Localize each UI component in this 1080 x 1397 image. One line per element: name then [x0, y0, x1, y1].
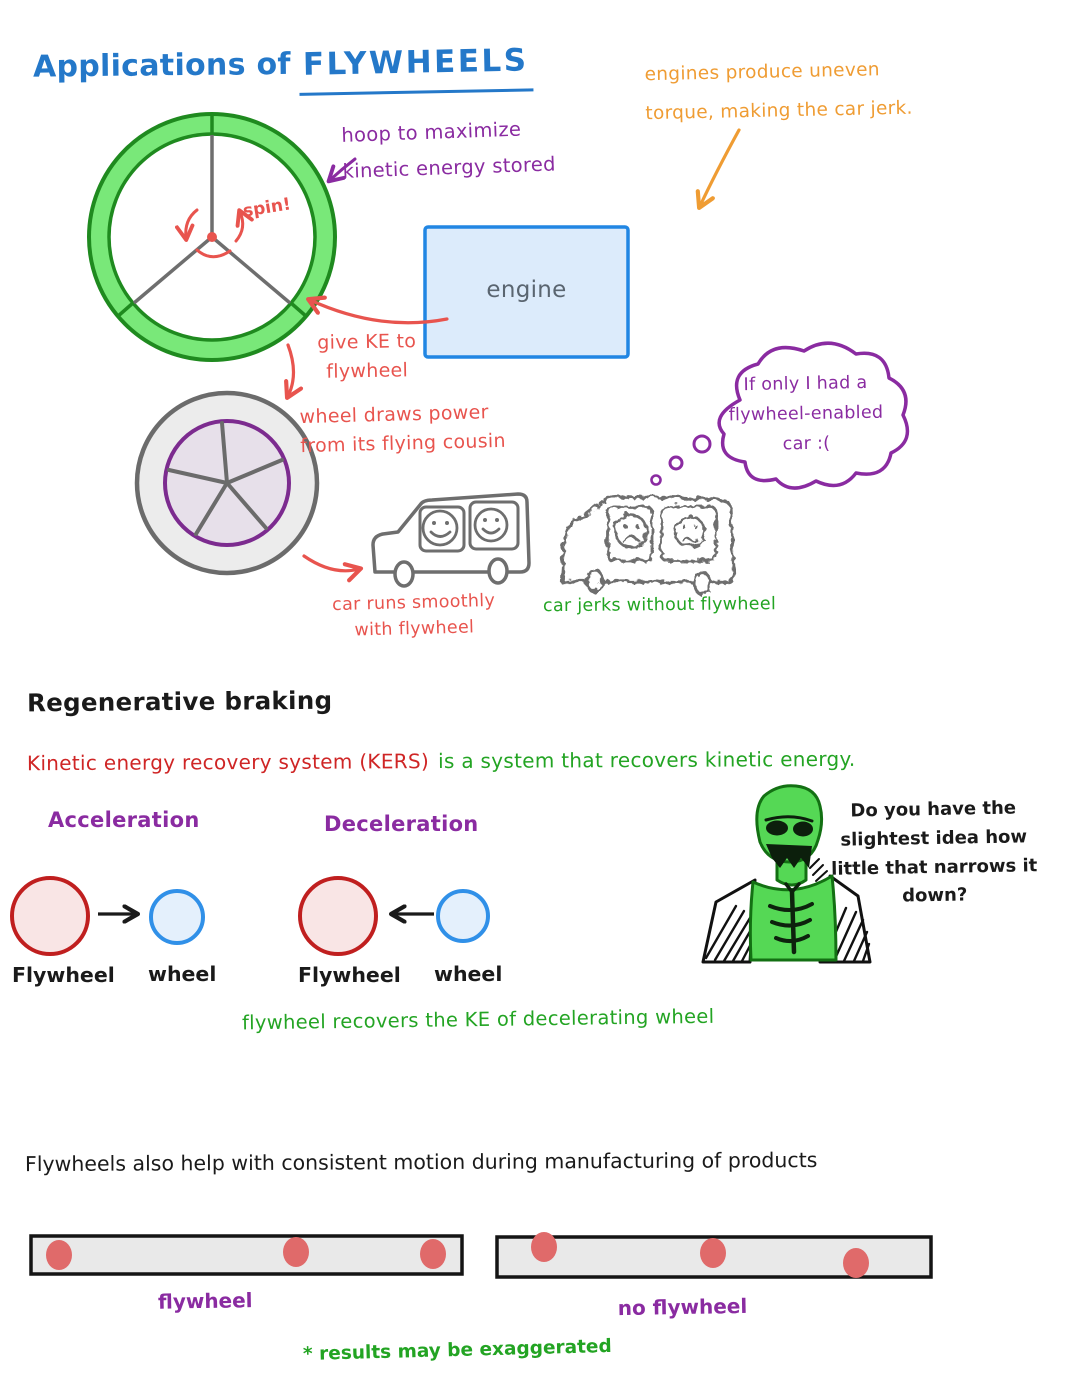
sad-face	[611, 511, 647, 547]
thought-bubble-text: If only I had a flywheel-enabled car :(	[728, 372, 884, 454]
smooth-car-drawing	[371, 492, 531, 588]
road-wheel-drawing	[134, 390, 320, 576]
flywheel-drawing	[87, 112, 337, 362]
wheel-to-car-arrow	[302, 554, 364, 583]
thought-bubble	[650, 341, 910, 490]
flywheel-circle	[298, 876, 378, 956]
hoop-note-arrow	[326, 157, 357, 184]
engine-label: engine	[486, 277, 567, 303]
hoop-note: hoop to maximize kinetic energy stored	[341, 117, 557, 183]
engine-note-arrow	[695, 128, 741, 210]
flywheel-axle-dot	[207, 232, 217, 242]
flywheel-circle-label: Flywheel	[12, 963, 115, 987]
engine-to-flywheel-arrow	[306, 295, 449, 325]
kers-sentence: Kinetic energy recovery system (KERS) is …	[27, 745, 867, 778]
sad-face	[671, 513, 705, 547]
product-dot	[531, 1232, 557, 1262]
acceleration-diagram	[10, 876, 205, 956]
jerky-car-drawing	[558, 493, 734, 594]
bar-with-flywheel	[29, 1234, 464, 1276]
wheel-draws-note: wheel draws power from its flying cousin	[299, 401, 507, 458]
jerky-car-caption: car jerks without flywheel	[542, 594, 777, 617]
happy-face	[421, 509, 459, 547]
deceleration-heading: Deceleration	[324, 812, 479, 836]
product-dot	[700, 1238, 726, 1268]
bar-flywheel-label: flywheel	[157, 1288, 253, 1314]
flywheel-to-wheel-arrow	[284, 343, 304, 400]
wheel-circle	[149, 889, 205, 945]
product-dot	[843, 1248, 869, 1278]
product-dot	[283, 1237, 309, 1267]
wheel-circle-label: wheel	[434, 962, 503, 986]
annotation-arrows	[284, 128, 741, 583]
acceleration-heading: Acceleration	[48, 808, 200, 832]
bar-without-flywheel	[495, 1232, 933, 1279]
zombie-quote: Do you have the slightest idea how littl…	[831, 797, 1038, 907]
engine-box	[423, 225, 630, 359]
spin-arrows	[175, 208, 254, 259]
title-emphasis: FLYWHEELS	[298, 38, 533, 96]
zombie-figure	[701, 784, 872, 964]
wheel-circle	[436, 889, 490, 943]
kers-term: Kinetic energy recovery system (KERS)	[26, 749, 430, 776]
product-dot	[420, 1239, 446, 1269]
flywheel-circle	[10, 876, 90, 956]
bar-no-flywheel-label: no flywheel	[617, 1293, 748, 1321]
engine-torque-note: engines produce uneven torque, making th…	[644, 59, 913, 125]
manufacturing-heading: Flywheels also help with consistent moti…	[24, 1147, 818, 1177]
give-ke-note: give KE to flywheel	[317, 330, 417, 384]
regen-braking-heading: Regenerative braking	[26, 685, 333, 718]
kers-definition: is a system that recovers kinetic energy…	[437, 746, 856, 774]
title-prefix: Applications of	[32, 46, 291, 85]
wheel-circle-label: wheel	[148, 962, 217, 986]
smooth-car-caption: car runs smoothly with flywheel	[331, 590, 496, 641]
product-dot	[46, 1240, 72, 1270]
happy-face	[473, 507, 509, 543]
flywheel-circle-label: Flywheel	[298, 963, 401, 987]
deceleration-diagram	[298, 876, 490, 956]
